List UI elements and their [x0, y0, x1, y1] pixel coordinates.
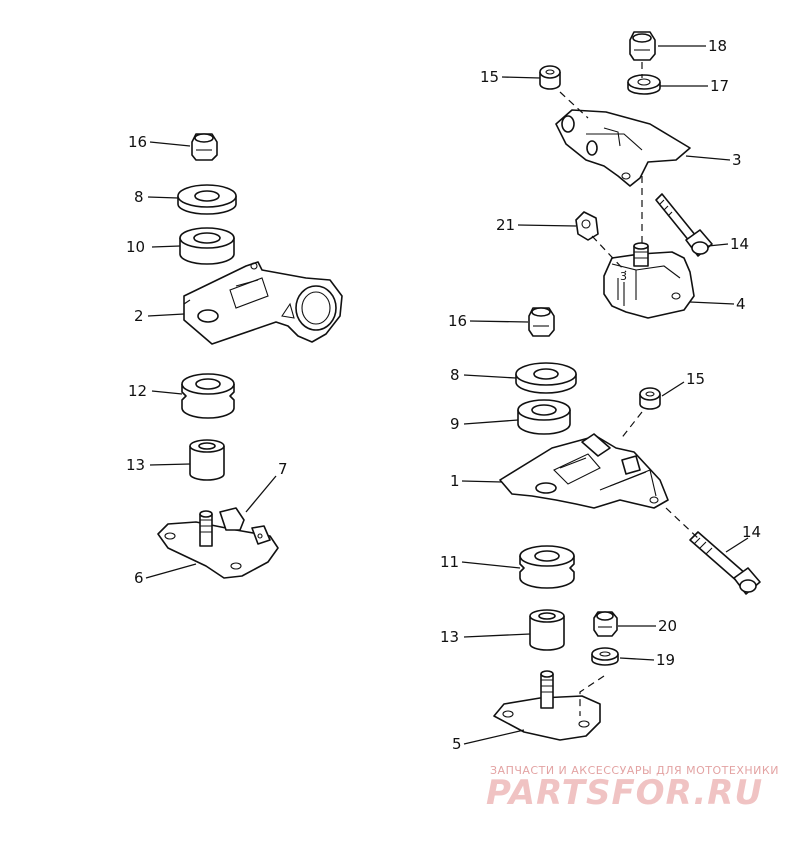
part-3-bracket [555, 109, 691, 187]
part-15-bushing-top [539, 65, 561, 90]
part-20-nut [593, 611, 618, 637]
part-12-grommet [181, 373, 235, 419]
part-18-nut [629, 31, 656, 61]
svg-text:3: 3 [620, 270, 627, 283]
part-8-washer-right [515, 362, 577, 394]
callout-7: 7 [278, 460, 288, 478]
part-15-bushing-mid [639, 387, 661, 410]
callout-1: 1 [450, 472, 460, 490]
callout-9: 9 [450, 415, 460, 433]
part-14-bolt-bottom [689, 531, 761, 595]
part-2-bracket [183, 261, 343, 345]
callout-2: 2 [134, 307, 144, 325]
callout-12: 12 [128, 382, 147, 400]
part-5-plate [493, 670, 601, 741]
part-4-mount-block: 3 [603, 242, 695, 319]
callout-8-right: 8 [450, 366, 460, 384]
callout-10: 10 [126, 238, 145, 256]
part-17-washer [627, 74, 661, 95]
callout-3: 3 [732, 151, 742, 169]
callout-labels: 16 8 10 2 12 13 7 6 18 15 17 3 21 14 4 1… [126, 37, 761, 753]
watermark-brand: PARTSFOR.RU [486, 773, 763, 813]
part-21-nut [575, 211, 599, 241]
callout-16-right: 16 [448, 312, 467, 330]
callout-5: 5 [452, 735, 462, 753]
part-19-washer [591, 647, 619, 666]
part-16-nut-right [528, 307, 555, 337]
part-8-washer-left [177, 184, 237, 215]
callout-20: 20 [658, 617, 677, 635]
watermark: ЗАПЧАСТИ И АКСЕССУАРЫ ДЛЯ МОТОТЕХНИКИ PA… [486, 764, 779, 813]
callout-16-left: 16 [128, 133, 147, 151]
callout-6: 6 [134, 569, 144, 587]
part-13-collar-right [529, 609, 565, 651]
callout-21: 21 [496, 216, 515, 234]
callout-19: 19 [656, 651, 675, 669]
callout-8-left: 8 [134, 188, 144, 206]
callout-15-mid: 15 [686, 370, 705, 388]
part-10-bushing [179, 227, 235, 265]
part-14-bolt-top [655, 193, 713, 257]
callout-4: 4 [736, 295, 746, 313]
part-13-collar-left [189, 439, 225, 481]
watermark-tagline: ЗАПЧАСТИ И АКСЕССУАРЫ ДЛЯ МОТОТЕХНИКИ [490, 764, 779, 777]
callout-14-top: 14 [730, 235, 749, 253]
part-1-bracket [499, 433, 669, 509]
callout-14-bottom: 14 [742, 523, 761, 541]
callout-11: 11 [440, 553, 459, 571]
part-16-nut-left [191, 133, 218, 161]
callout-13-left: 13 [126, 456, 145, 474]
callout-13-right: 13 [440, 628, 459, 646]
assembly-dashed-lines [559, 62, 701, 716]
callout-18: 18 [708, 37, 727, 55]
leader-lines [145, 45, 749, 745]
part-6-plate [157, 507, 279, 579]
part-11-grommet [519, 545, 575, 589]
callout-17: 17 [710, 77, 729, 95]
part-9-bushing [517, 399, 571, 435]
callout-15-top: 15 [480, 68, 499, 86]
